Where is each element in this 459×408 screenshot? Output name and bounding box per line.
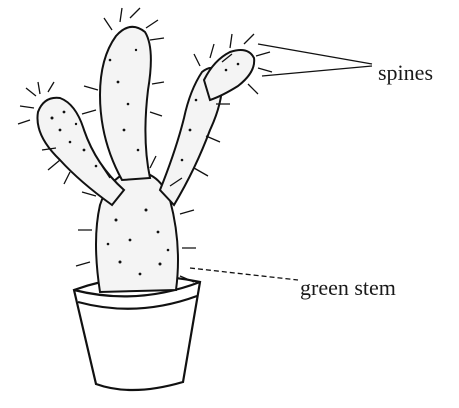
cactus-stem	[37, 27, 254, 292]
flower-pot	[74, 277, 200, 390]
spines-leader-upper	[258, 44, 372, 64]
green-stem-label: green stem	[300, 275, 396, 300]
spines-label: spines	[378, 60, 433, 85]
stem-leader	[190, 268, 298, 280]
spines-leader-lower	[262, 66, 372, 76]
